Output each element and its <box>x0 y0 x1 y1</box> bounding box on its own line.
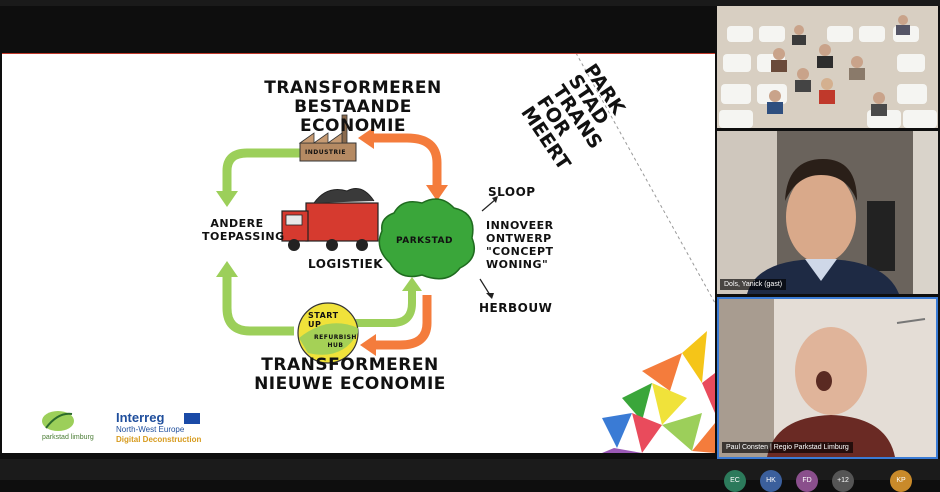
slide-top-border <box>2 53 715 54</box>
avatar-initials-more: +12 <box>837 477 849 484</box>
innoveer-line3: "CONCEPT <box>486 245 554 258</box>
innoveer-label: INNOVEER ONTWERP "CONCEPT WONING" <box>486 219 554 271</box>
parkstad-label: PARKSTAD <box>396 236 453 246</box>
leaf-icon <box>42 411 74 431</box>
avatar-initials-1: EC <box>730 477 740 484</box>
participant-avatar-1[interactable]: EC <box>724 470 746 492</box>
refurbish-label: REFURBISH HUB <box>314 334 357 350</box>
andere-line2: TOEPASSING <box>202 230 285 243</box>
refurbish-line2: HUB <box>327 342 344 349</box>
top-bar <box>0 0 940 6</box>
refurbish-line1: REFURBISH <box>314 334 357 341</box>
participant-avatar-more[interactable]: +12 <box>832 470 854 492</box>
paul-video <box>719 299 936 457</box>
participant-name-yanick: Dols, Yanick (gast) <box>720 279 787 290</box>
title-top: TRANSFORMEREN BESTAANDE ECONOMIE <box>238 79 468 136</box>
title-top-line1: TRANSFORMEREN <box>264 78 442 98</box>
avatar-initials-2: HK <box>766 477 776 484</box>
interreg-name: Interreg <box>116 410 165 425</box>
interreg-region: North-West Europe <box>116 425 185 434</box>
innoveer-line4: WONING" <box>486 258 549 271</box>
eu-flag-icon <box>184 413 200 424</box>
avatar-initials-5: KP <box>896 477 906 484</box>
andere-line1: ANDERE <box>210 217 264 230</box>
interreg-logo: Interreg North-West Europe Digital Decon… <box>116 410 216 450</box>
audience-video <box>717 6 938 128</box>
herbouw-label: HERBOUW <box>479 301 553 315</box>
startup-line2: UP <box>308 320 322 329</box>
startup-label: START UP <box>308 311 339 329</box>
title-bottom: TRANSFORMEREN NIEUWE ECONOMIE <box>230 356 470 394</box>
participant-avatar-3[interactable]: FD <box>796 470 818 492</box>
innoveer-line1: INNOVEER <box>486 219 554 232</box>
innoveer-line2: ONTWERP <box>486 232 552 245</box>
sloop-label: SLOOP <box>488 185 536 199</box>
video-tile-paul[interactable]: Paul Consten | Regio Parkstad Limburg <box>717 297 938 459</box>
andere-toepassing-label: ANDERE TOEPASSING <box>202 217 285 243</box>
shared-slide: TRANSFORMEREN BESTAANDE ECONOMIE TRANSFO… <box>2 53 715 453</box>
interreg-project: Digital Deconstruction <box>116 435 202 444</box>
logistiek-label: LOGISTIEK <box>308 257 384 271</box>
title-bottom-line2: NIEUWE ECONOMIE <box>254 374 446 394</box>
parkstad-logo: parkstad limburg <box>38 408 100 448</box>
participant-avatar-2[interactable]: HK <box>760 470 782 492</box>
cycle-diagram <box>216 53 715 453</box>
avatar-initials-3: FD <box>802 477 812 484</box>
video-tile-yanick[interactable]: Dols, Yanick (gast) <box>717 131 938 294</box>
startup-line1: START <box>308 311 339 320</box>
participant-avatar-5[interactable]: KP <box>890 470 912 492</box>
participant-bar: EC HK FD +12 KP <box>0 459 940 492</box>
participant-name-paul: Paul Consten | Regio Parkstad Limburg <box>722 442 853 453</box>
parkstad-logo-text: parkstad limburg <box>42 434 94 441</box>
title-top-line2: BESTAANDE ECONOMIE <box>294 97 412 136</box>
yanick-video <box>717 131 938 294</box>
title-bottom-line1: TRANSFORMEREN <box>261 355 439 375</box>
video-tile-audience[interactable] <box>717 6 938 128</box>
industrie-label: INDUSTRIE <box>305 149 346 156</box>
